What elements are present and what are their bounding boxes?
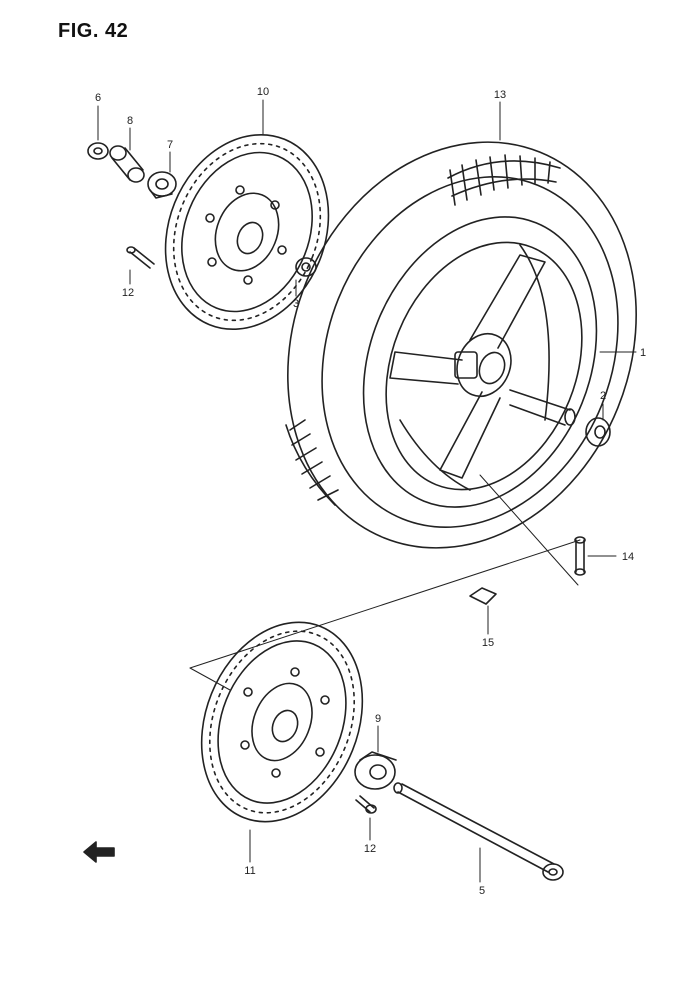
- disc-lower-inner: [217, 640, 347, 804]
- callout-10: 10: [257, 86, 269, 98]
- disc-lower-bolts: [240, 667, 330, 778]
- disc-upper-bore: [236, 221, 264, 255]
- part-15-balancer-weight: [469, 587, 497, 605]
- callout-14: 14: [622, 551, 634, 563]
- part-7-collar: [147, 171, 177, 199]
- disc-lower-hub: [251, 682, 313, 762]
- disc-upper-bolts: [205, 185, 287, 285]
- brake-disc-upper: [164, 133, 330, 331]
- disc-upper-outer: [164, 133, 330, 331]
- callout-9: 9: [375, 713, 381, 725]
- tread-band-top-2: [451, 178, 557, 197]
- tire-outer-edge: [287, 141, 637, 549]
- rim-highlight: [519, 244, 550, 421]
- callout-7: 7: [167, 139, 173, 151]
- part-12-bolt-upper: [126, 246, 155, 269]
- callout-15: 15: [482, 637, 494, 649]
- disc-upper-inner: [181, 151, 313, 313]
- callout-2: 2: [600, 390, 606, 402]
- tire-assembly: [285, 141, 637, 549]
- tread-pattern-bottom: [289, 419, 339, 501]
- assembly-guide-lines: [189, 474, 581, 691]
- figure-title: FIG. 42: [58, 20, 129, 42]
- part-2-spacer: [585, 417, 611, 447]
- axle-stub: [509, 389, 571, 426]
- front-direction-arrow: [83, 841, 115, 863]
- part-8-spacer: [109, 145, 145, 183]
- spoke-left: [389, 351, 463, 385]
- part-6-nut: [87, 142, 109, 160]
- rim-outer: [362, 216, 598, 508]
- leader-lines: [97, 99, 637, 883]
- disc-lower-bore: [271, 709, 299, 743]
- rim-highlight-2: [399, 419, 471, 491]
- rim-inner: [385, 241, 583, 491]
- brake-disc-lower: [200, 621, 364, 823]
- tread-pattern-top: [449, 154, 551, 206]
- part-3-spacer: [295, 257, 317, 277]
- callout-5: 5: [479, 885, 485, 897]
- callout-11: 11: [244, 865, 255, 877]
- callout-6: 6: [95, 92, 101, 104]
- callout-1: 1: [640, 347, 646, 359]
- spoke-lower: [439, 391, 501, 479]
- disc-upper-holes: [172, 142, 322, 322]
- spoke-upper: [469, 254, 546, 349]
- hub-center: [478, 351, 506, 385]
- part-5-axle: [393, 782, 564, 881]
- part-12-bolt-lower: [355, 795, 377, 814]
- wheel-hub: [456, 332, 512, 398]
- callout-8: 8: [127, 115, 133, 127]
- part-14-valve: [574, 536, 586, 576]
- tread-band-bottom: [285, 424, 336, 506]
- callout-12-upper: 12: [122, 287, 134, 299]
- callout-12-lower: 12: [364, 843, 376, 855]
- tire-inner-edge: [321, 176, 619, 528]
- callout-3: 3: [293, 298, 299, 310]
- callout-labels: 6 8 7 10 12 3 13 1 2 14 15 9 12 11 5: [95, 86, 646, 897]
- disc-lower-outer: [200, 621, 364, 823]
- axle-stub-end: [564, 408, 576, 426]
- disc-lower-holes: [208, 630, 356, 814]
- disc-upper-hub: [214, 192, 280, 272]
- tread-band-top: [447, 160, 561, 179]
- wheel-rim: [362, 216, 598, 508]
- hub-mount: [454, 351, 478, 379]
- part-9-spacer: [354, 751, 397, 790]
- callout-13: 13: [494, 89, 506, 101]
